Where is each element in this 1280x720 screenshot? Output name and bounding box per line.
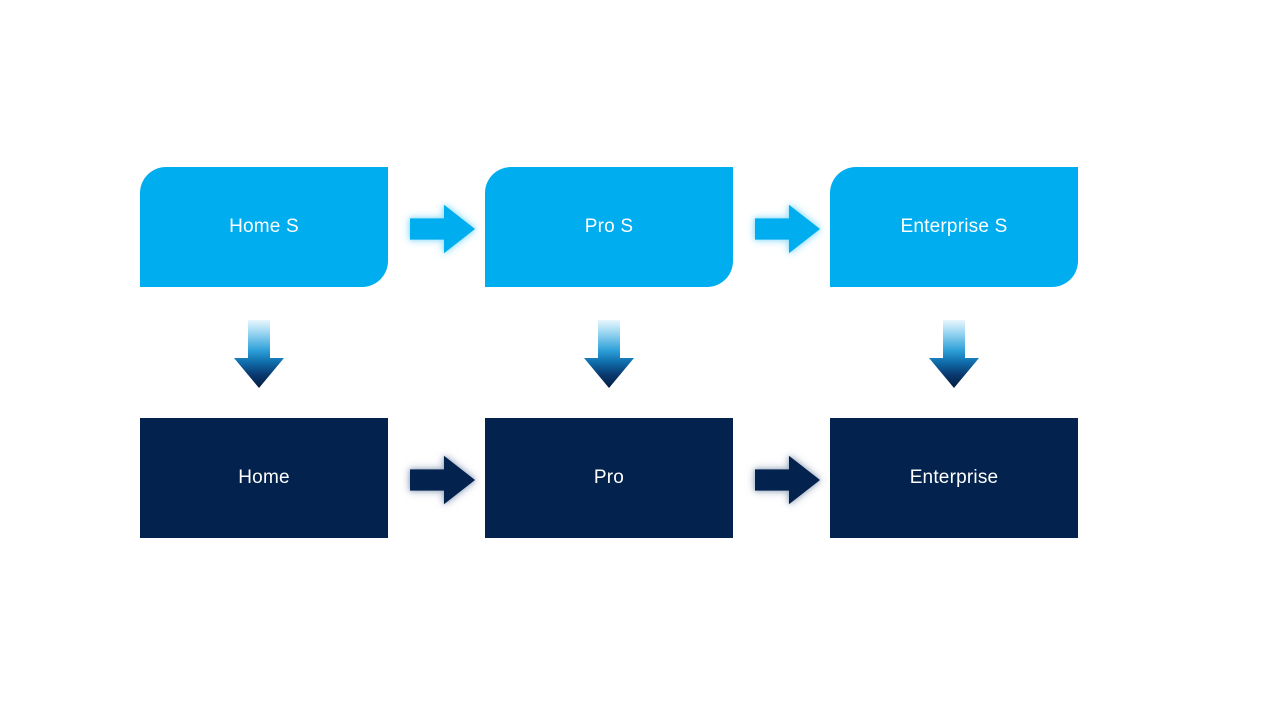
down-arrow-icon — [584, 320, 634, 388]
node-enterprise-s-label: Enterprise S — [900, 216, 1008, 237]
node-home-label: Home — [238, 467, 290, 488]
down-arrow-icon — [234, 320, 284, 388]
node-home-s-label: Home S — [229, 216, 299, 237]
right-arrow-icon — [755, 204, 821, 254]
node-pro-label: Pro — [593, 467, 625, 488]
node-pro: Pro — [485, 418, 733, 538]
node-enterprise: Enterprise — [830, 418, 1078, 538]
right-arrow-icon — [755, 455, 821, 505]
node-home: Home — [140, 418, 388, 538]
node-pro-s-label: Pro S — [584, 216, 634, 237]
right-arrow-icon — [410, 455, 476, 505]
down-arrow-icon — [929, 320, 979, 388]
node-pro-s: Pro S — [485, 167, 733, 287]
node-enterprise-label: Enterprise — [909, 467, 999, 488]
node-enterprise-s: Enterprise S — [830, 167, 1078, 287]
node-home-s: Home S — [140, 167, 388, 287]
right-arrow-icon — [410, 204, 476, 254]
